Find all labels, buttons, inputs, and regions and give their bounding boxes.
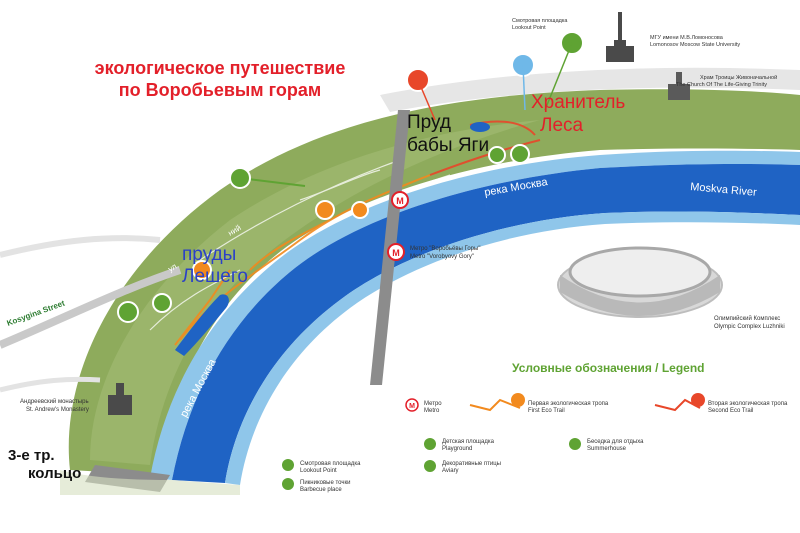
metro-icon — [405, 398, 419, 412]
title-line-1: экологическое путешествие — [95, 58, 346, 78]
st-andrews-monastery — [108, 383, 132, 415]
metro-letter: M — [409, 403, 415, 410]
ponds-leshy-label-1: пруды — [182, 244, 236, 265]
playground-icon — [229, 167, 251, 189]
metro-marker-lower: M — [387, 243, 405, 261]
lookout-icon — [282, 459, 294, 471]
legend-title: Условные обозначения / Legend — [512, 361, 705, 375]
monastery-label-ru: Андреевский монастырь — [20, 398, 89, 405]
metro-label-ru: Метро "Воробьёвы Горы" — [410, 246, 480, 252]
olympic-label-ru: Олимпийский Комплекс — [714, 315, 780, 322]
third-ring-label-1: 3-е тр. — [8, 447, 55, 464]
trail-icon — [351, 201, 369, 219]
kosygina-street-road — [0, 266, 182, 349]
left-road — [0, 376, 101, 393]
trail-icon — [315, 200, 335, 220]
trinity-church — [668, 72, 690, 100]
legend-aviary-ru: Декоративные птицы — [442, 461, 501, 467]
legend-playground-en: Playground — [442, 446, 472, 452]
legend-lookout-ru: Смотровая площадка — [300, 461, 361, 467]
legend-barbecue-ru: Пикниковые точки — [300, 480, 350, 486]
lookout-label-en: Lookout Point — [512, 25, 546, 31]
playground-icon — [488, 146, 506, 164]
park-hill — [90, 120, 540, 465]
msu-label-en: Lomonosov Moscow State University — [650, 42, 740, 48]
summerhouse-icon — [569, 438, 581, 450]
church-label-en: The Church Of The Life-Giving Trinity — [676, 82, 767, 88]
trail-icon — [469, 398, 521, 412]
title-line-2: по Воробьевым горам — [119, 80, 321, 100]
trail-icon — [192, 260, 212, 280]
legend-trail2-en: Second Eco Trail — [708, 408, 753, 414]
trail-icon — [511, 393, 525, 407]
third-ring-label-2: кольцо — [28, 465, 81, 482]
park-area — [68, 89, 800, 476]
legend-playground-ru: Детская площадка — [442, 439, 495, 445]
leshy-ponds — [175, 294, 229, 356]
legend-metro-ru: Метро — [424, 401, 442, 407]
legend-summerhouse-en: Summerhouse — [587, 446, 627, 452]
forest-keeper-label-2: Леса — [540, 115, 584, 136]
metro-marker-upper: M — [391, 191, 409, 209]
msu-building — [606, 12, 634, 62]
moskva-river — [172, 164, 800, 483]
map-icons — [117, 31, 584, 323]
legend-trail1-en: First Eco Trail — [528, 408, 565, 414]
legend: Условные обозначения / Legend M Метро Me… — [282, 361, 788, 493]
barbecue-icon — [117, 301, 139, 323]
metro-label-en: Metro "Vorobyovy Gory" — [410, 254, 474, 260]
legend-trail2-ru: Вторая экологическая тропа — [708, 401, 788, 407]
church-label-ru: Храм Троицы Живоначальной — [700, 74, 777, 81]
metro-letter: M — [392, 248, 400, 258]
lookout-label-ru: Смотровая площадка — [512, 18, 568, 24]
bottom-bank — [60, 470, 240, 495]
side-road — [0, 235, 161, 258]
park-paths — [149, 159, 451, 331]
trail-icon — [691, 393, 705, 407]
bird-icon — [152, 293, 172, 313]
monastery-label-en: St. Andrew's Monastery — [26, 407, 89, 413]
ponds-leshy-label-2: Лешего — [182, 266, 248, 287]
top-road — [380, 67, 800, 112]
legend-aviary-en: Aviary — [442, 468, 459, 474]
river-label-en: Moskva River — [690, 181, 758, 199]
pond-yaga-label-1: Пруд — [407, 112, 451, 133]
olympic-label-en: Olympic Complex Luzhniki — [714, 324, 785, 330]
metro-letter: M — [396, 196, 404, 206]
legend-barbecue-en: Barbecue place — [300, 487, 342, 493]
legend-lookout-en: Lookout Point — [300, 468, 337, 474]
yaga-pond — [470, 122, 490, 132]
bird-icon — [424, 460, 436, 472]
pond-yaga-label-2: бабы Яги — [407, 135, 489, 156]
msu-label-ru: МГУ имени М.В.Ломоносова — [650, 35, 724, 41]
barbecue-icon — [282, 478, 294, 490]
legend-metro-en: Metro — [424, 408, 440, 414]
legend-summerhouse-ru: Беседка для отдыха — [587, 439, 644, 445]
playground-icon — [424, 438, 436, 450]
summerhouse-icon — [510, 144, 530, 164]
legend-trail1-ru: Первая экологическая тропа — [528, 401, 609, 407]
forest-keeper-label-1: Хранитель — [531, 92, 625, 113]
olympic-complex-stadium — [557, 246, 723, 318]
